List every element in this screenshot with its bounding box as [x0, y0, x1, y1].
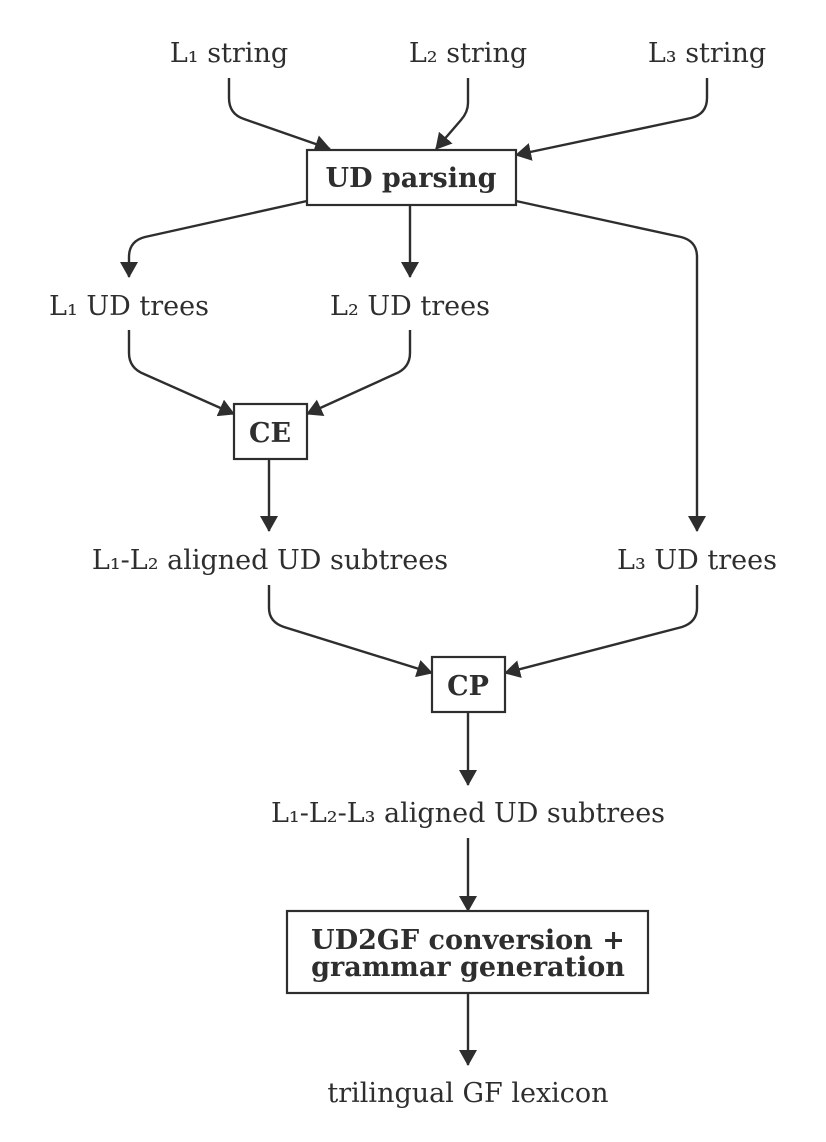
edge-l1-ud-trees-to-ce: [127, 330, 235, 417]
ud-parsing-node: UD parsing: [305, 148, 518, 207]
ud-parsing-box: [305, 148, 518, 207]
l3-string-label: L₃ string: [648, 38, 766, 69]
ud2gf-label-line1: UD2GF conversion +: [311, 925, 625, 956]
ud2gf-box: [285, 909, 650, 995]
l3-ud-trees-label: L₃ UD trees: [617, 545, 777, 576]
ud2gf-node: UD2GF conversion + grammar generation: [285, 909, 650, 995]
cp-box: [430, 655, 507, 714]
edge-l3-ud-trees-to-cp: [504, 585, 699, 678]
l1-ud-trees-label: L₁ UD trees: [49, 291, 209, 322]
lexicon-label: trilingual GF lexicon: [327, 1078, 608, 1109]
edges: [120, 78, 709, 1066]
l1-l2-l3-aligned-label: L₁-L₂-L₃ aligned UD subtrees: [271, 798, 665, 829]
ud2gf-label-line2: grammar generation: [311, 952, 625, 983]
edge-ud-parsing-to-l1-ud-trees: [120, 199, 308, 278]
edge-l1-l2-aligned-to-cp: [267, 585, 433, 678]
cp-node: CP: [430, 655, 507, 714]
ud-parsing-label: UD parsing: [326, 163, 497, 194]
edge-l3-string-to-ud-parsing: [515, 78, 709, 161]
l1-string-label: L₁ string: [170, 38, 288, 69]
l2-string-label: L₂ string: [409, 38, 527, 69]
l2-ud-trees-label: L₂ UD trees: [330, 291, 490, 322]
edge-ud-parsing-to-l3-ud-trees: [515, 199, 706, 532]
ce-box: [232, 402, 309, 461]
edge-l2-string-to-ud-parsing: [435, 78, 470, 150]
l1-l2-aligned-label: L₁-L₂ aligned UD subtrees: [92, 545, 448, 576]
edge-l2-ud-trees-to-ce: [306, 330, 412, 416]
ce-label: CE: [249, 418, 291, 449]
cp-label: CP: [447, 671, 489, 702]
ce-node: CE: [232, 402, 309, 461]
edge-l1-string-to-ud-parsing: [227, 78, 331, 153]
